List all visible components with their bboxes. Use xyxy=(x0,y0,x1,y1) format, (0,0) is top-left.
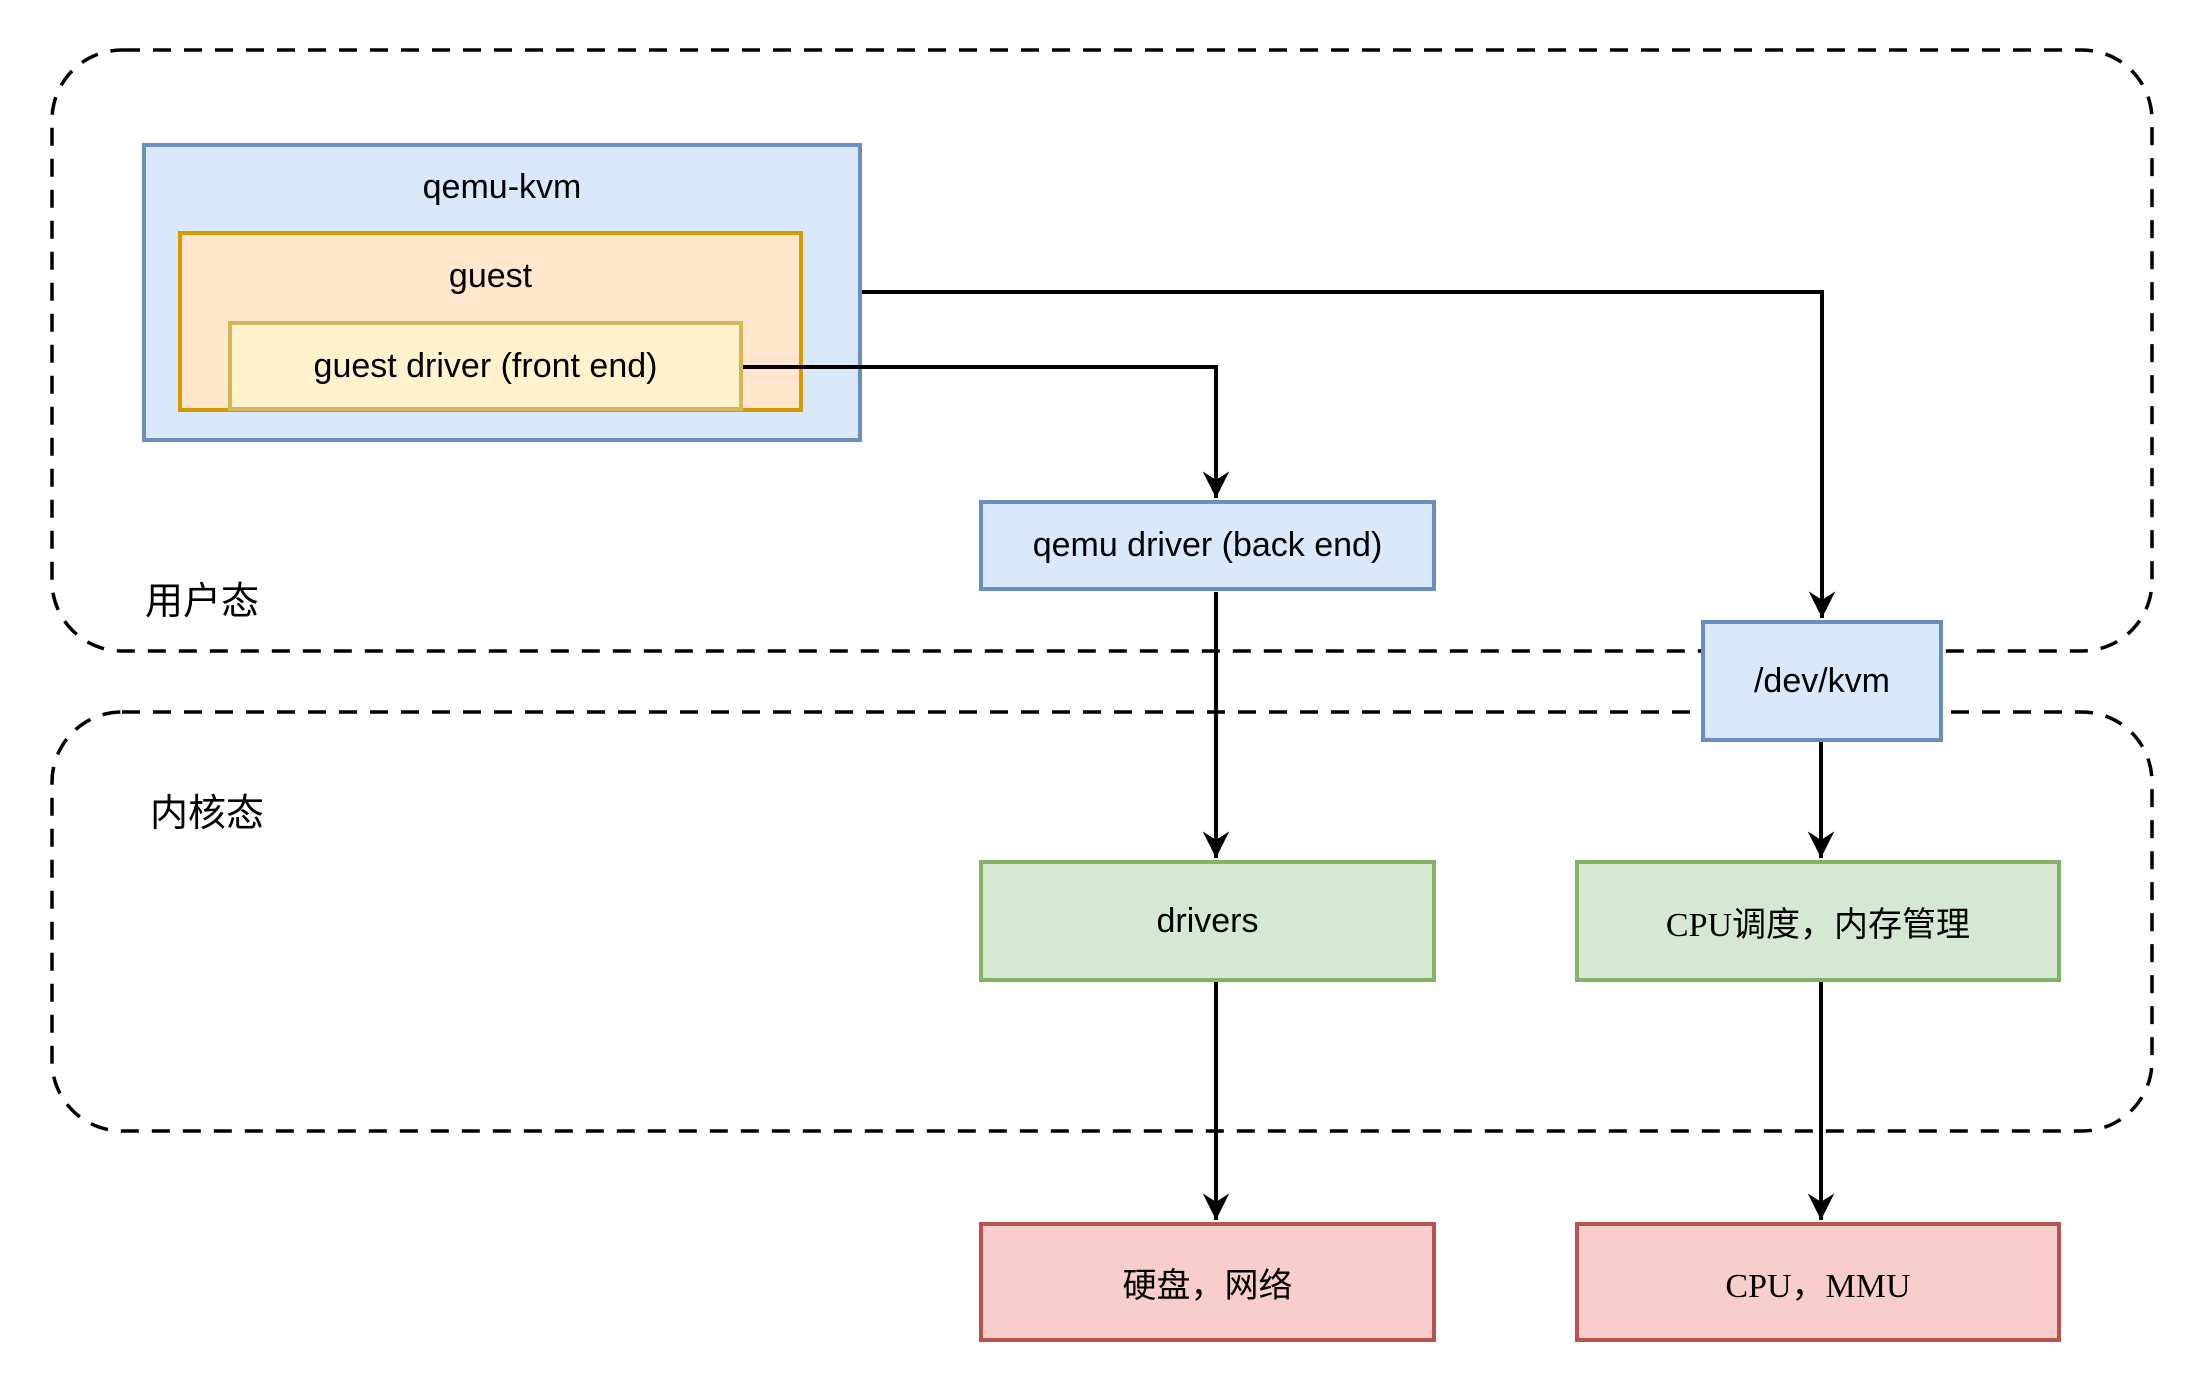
qemu-driver-label-text: qemu driver (back end) xyxy=(1032,526,1383,564)
cpu-sched-label-text: CPU调度，内存管理 xyxy=(1665,906,1971,944)
node-cpu-scheduling-memory-management: CPU调度，内存管理 xyxy=(1575,860,2061,982)
kernel-mode-label: 内核态 xyxy=(150,793,265,835)
disk-net-label-text: 硬盘，网络 xyxy=(1122,1267,1293,1305)
node-dev-kvm: /dev/kvm xyxy=(1701,620,1943,742)
drivers-label-text: drivers xyxy=(1156,901,1259,940)
user-mode-region-outline xyxy=(50,48,2154,653)
node-guest-label: guest xyxy=(178,231,803,321)
node-qemu-driver: qemu driver (back end) xyxy=(979,500,1436,591)
cpu-mmu-label-text: CPU，MMU xyxy=(1725,1267,1911,1305)
node-cpu-mmu: CPU，MMU xyxy=(1575,1222,2061,1342)
user-mode-label: 用户态 xyxy=(145,581,260,623)
node-guest-driver: guest driver (front end) xyxy=(228,321,743,411)
node-disk-network: 硬盘，网络 xyxy=(979,1222,1436,1342)
node-drivers: drivers xyxy=(979,860,1436,982)
guest-driver-label-text: guest driver (front end) xyxy=(313,346,658,385)
dev-kvm-label-text: /dev/kvm xyxy=(1753,661,1891,700)
node-qemu-kvm-label: qemu-kvm xyxy=(142,143,862,231)
kernel-mode-region-outline xyxy=(50,710,2154,1133)
qemu-kvm-label-text: qemu-kvm xyxy=(422,167,582,206)
guest-label-text: guest xyxy=(448,256,533,295)
